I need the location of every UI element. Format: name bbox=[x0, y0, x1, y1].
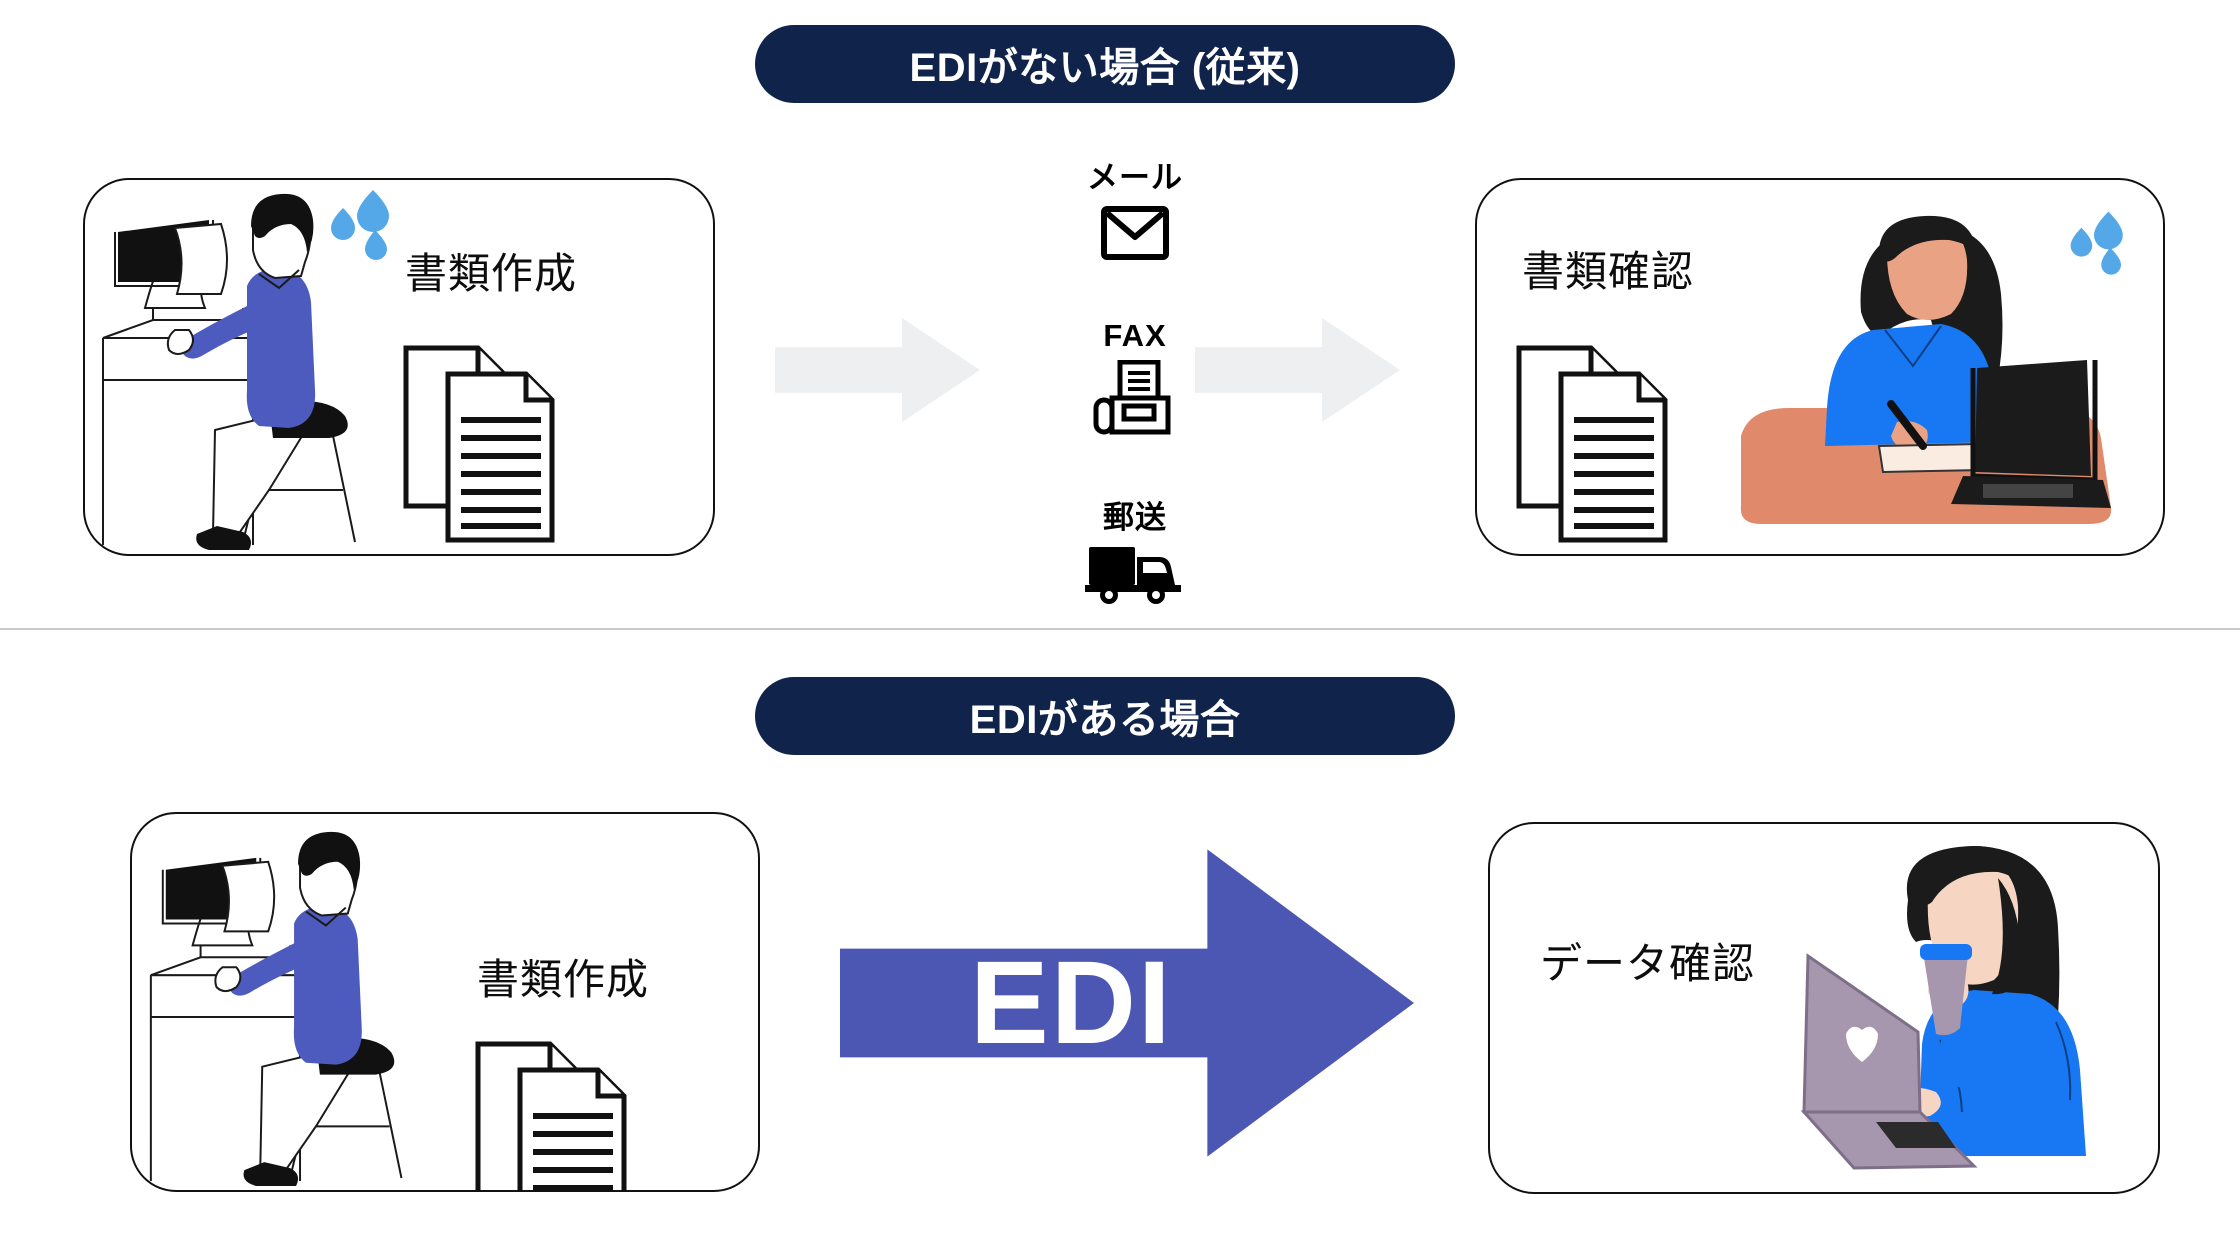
card-data-check-edi: データ確認 bbox=[1488, 822, 2160, 1194]
stacked-documents-icon bbox=[403, 345, 555, 543]
sweat-drops-icon bbox=[331, 190, 389, 260]
channel-label-post: 郵送 bbox=[1103, 500, 1167, 535]
channel-mail: メール bbox=[1035, 152, 1235, 261]
delivery-truck-icon bbox=[1085, 547, 1181, 604]
channel-label-fax: FAX bbox=[1103, 318, 1167, 353]
sweat-drops-icon bbox=[2070, 211, 2123, 275]
channel-label-mail: メール bbox=[1087, 160, 1183, 195]
section-title-without-edi: EDIがない場合 (従来) bbox=[755, 25, 1455, 103]
card-document-check-legacy: 書類確認 bbox=[1475, 178, 2165, 556]
channel-post: 郵送 bbox=[1035, 492, 1235, 605]
card-label-data-check: データ確認 bbox=[1540, 940, 1756, 987]
card-label-document-creation: 書類作成 bbox=[405, 250, 578, 297]
edi-arrow bbox=[840, 849, 1414, 1157]
flow-arrow-left bbox=[775, 318, 980, 422]
fax-machine-icon bbox=[1093, 360, 1171, 435]
woman-writing-at-laptop-illustration bbox=[1740, 215, 2112, 524]
man-at-desk-illustration bbox=[102, 193, 356, 550]
envelope-icon bbox=[1101, 206, 1169, 260]
card-document-creation-edi: 書類作成 bbox=[130, 812, 760, 1192]
channel-fax: FAX bbox=[1035, 318, 1235, 436]
card-label-document-check: 書類確認 bbox=[1522, 248, 1695, 295]
stacked-documents-icon bbox=[475, 1041, 627, 1190]
section-title-with-edi: EDIがある場合 bbox=[755, 677, 1455, 755]
section-divider bbox=[0, 628, 2240, 630]
card-document-creation-legacy: 書類作成 bbox=[83, 178, 715, 556]
man-at-desk-illustration bbox=[149, 831, 403, 1186]
woman-with-coffee-at-laptop-illustration bbox=[1800, 846, 2086, 1170]
stacked-documents-icon bbox=[1516, 345, 1668, 543]
card-label-document-creation: 書類作成 bbox=[477, 956, 650, 1003]
